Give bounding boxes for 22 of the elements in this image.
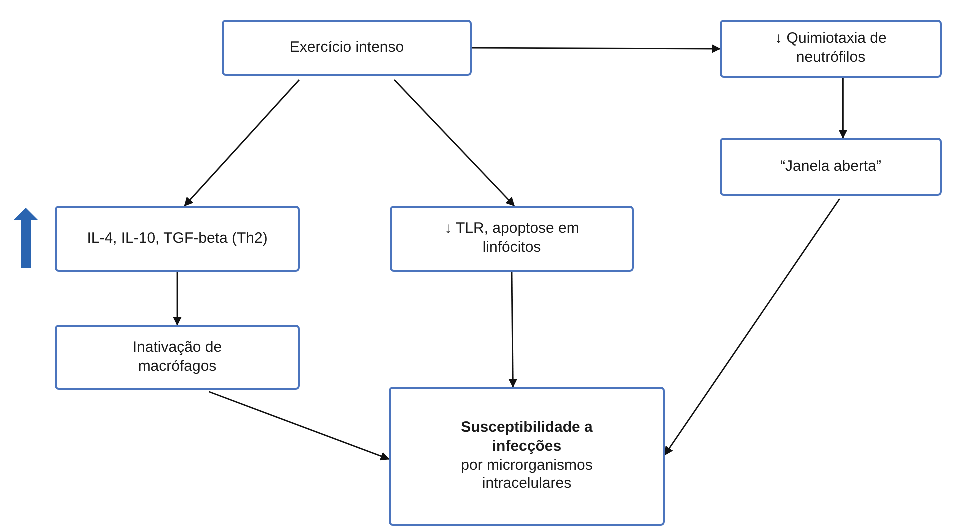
process-box xyxy=(55,206,300,272)
box-text: IL-4, IL-10, TGF-beta (Th2) xyxy=(87,230,268,248)
arrow xyxy=(173,272,182,326)
arrow xyxy=(394,80,516,207)
box-text: por microrganismos intracelulares xyxy=(460,456,594,494)
process-box xyxy=(720,138,942,196)
arrow xyxy=(838,78,848,139)
process-box xyxy=(720,20,942,78)
arrow xyxy=(664,198,840,456)
arrow xyxy=(472,44,721,54)
arrow xyxy=(184,80,300,207)
process-box xyxy=(390,206,634,272)
box-text: ↓ Quimiotaxia de neutrófilos xyxy=(774,30,888,68)
arrow xyxy=(508,272,518,388)
box-text: “Janela aberta” xyxy=(780,158,882,176)
arrow xyxy=(209,391,390,461)
box-text: ↓ TLR, apoptose em linfócitos xyxy=(444,220,580,258)
process-box xyxy=(222,20,472,76)
process-box xyxy=(55,325,300,390)
process-box xyxy=(389,387,665,526)
box-text: Exercício intenso xyxy=(290,38,404,58)
box-text: Inativação de macrófagos xyxy=(132,338,224,376)
